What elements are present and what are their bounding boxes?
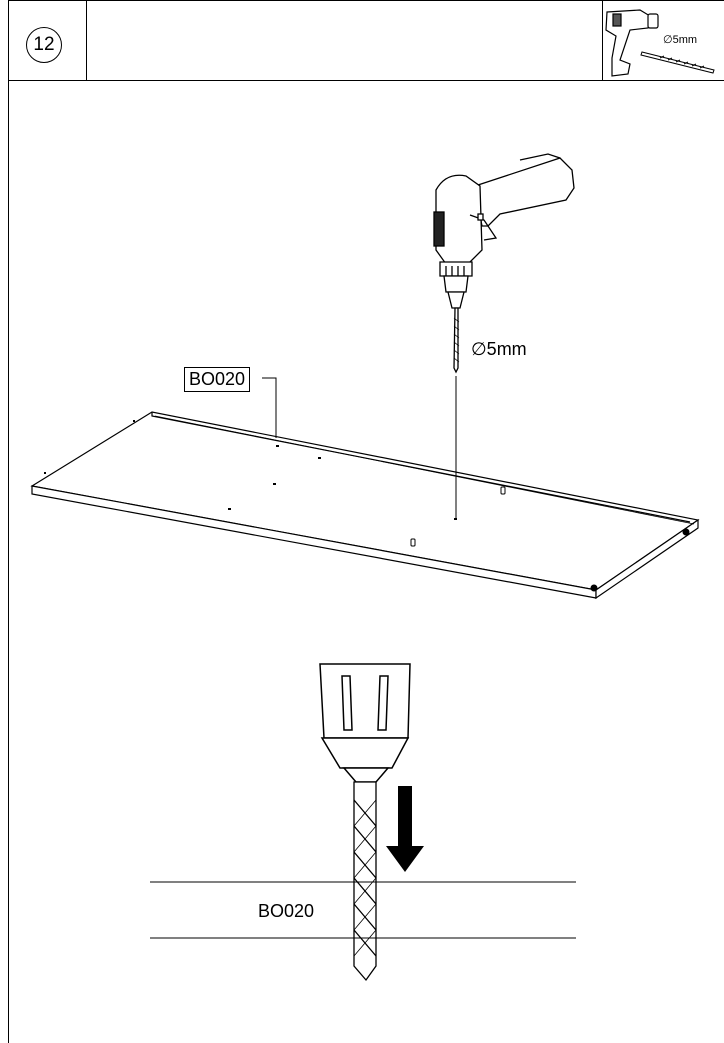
detail-drill-chuck: [319, 663, 411, 783]
detail-part-label: BO020: [258, 901, 315, 921]
drill-bit-icon: [640, 51, 715, 74]
board-section-lines: [150, 881, 576, 939]
drill-down-arrow: [386, 786, 424, 872]
board-holes: [44, 420, 457, 520]
page-frame: [8, 0, 724, 1043]
step-number: 12: [26, 27, 62, 63]
part-label-bo020: BO020: [184, 367, 251, 392]
tool-cell: [602, 0, 724, 80]
board-bo020: [30, 411, 700, 600]
label-leader: [262, 377, 277, 438]
step-cell: 12: [8, 0, 87, 80]
overview-drill: [433, 153, 575, 374]
drill-icon: [605, 9, 659, 77]
bit-size-label: ∅5mm: [471, 339, 527, 359]
tool-bit-size: ∅5mm: [663, 34, 698, 46]
detail-drill-bit: [353, 781, 377, 982]
cam-dowel-pins: [410, 486, 690, 592]
step-header: 12: [8, 0, 724, 81]
